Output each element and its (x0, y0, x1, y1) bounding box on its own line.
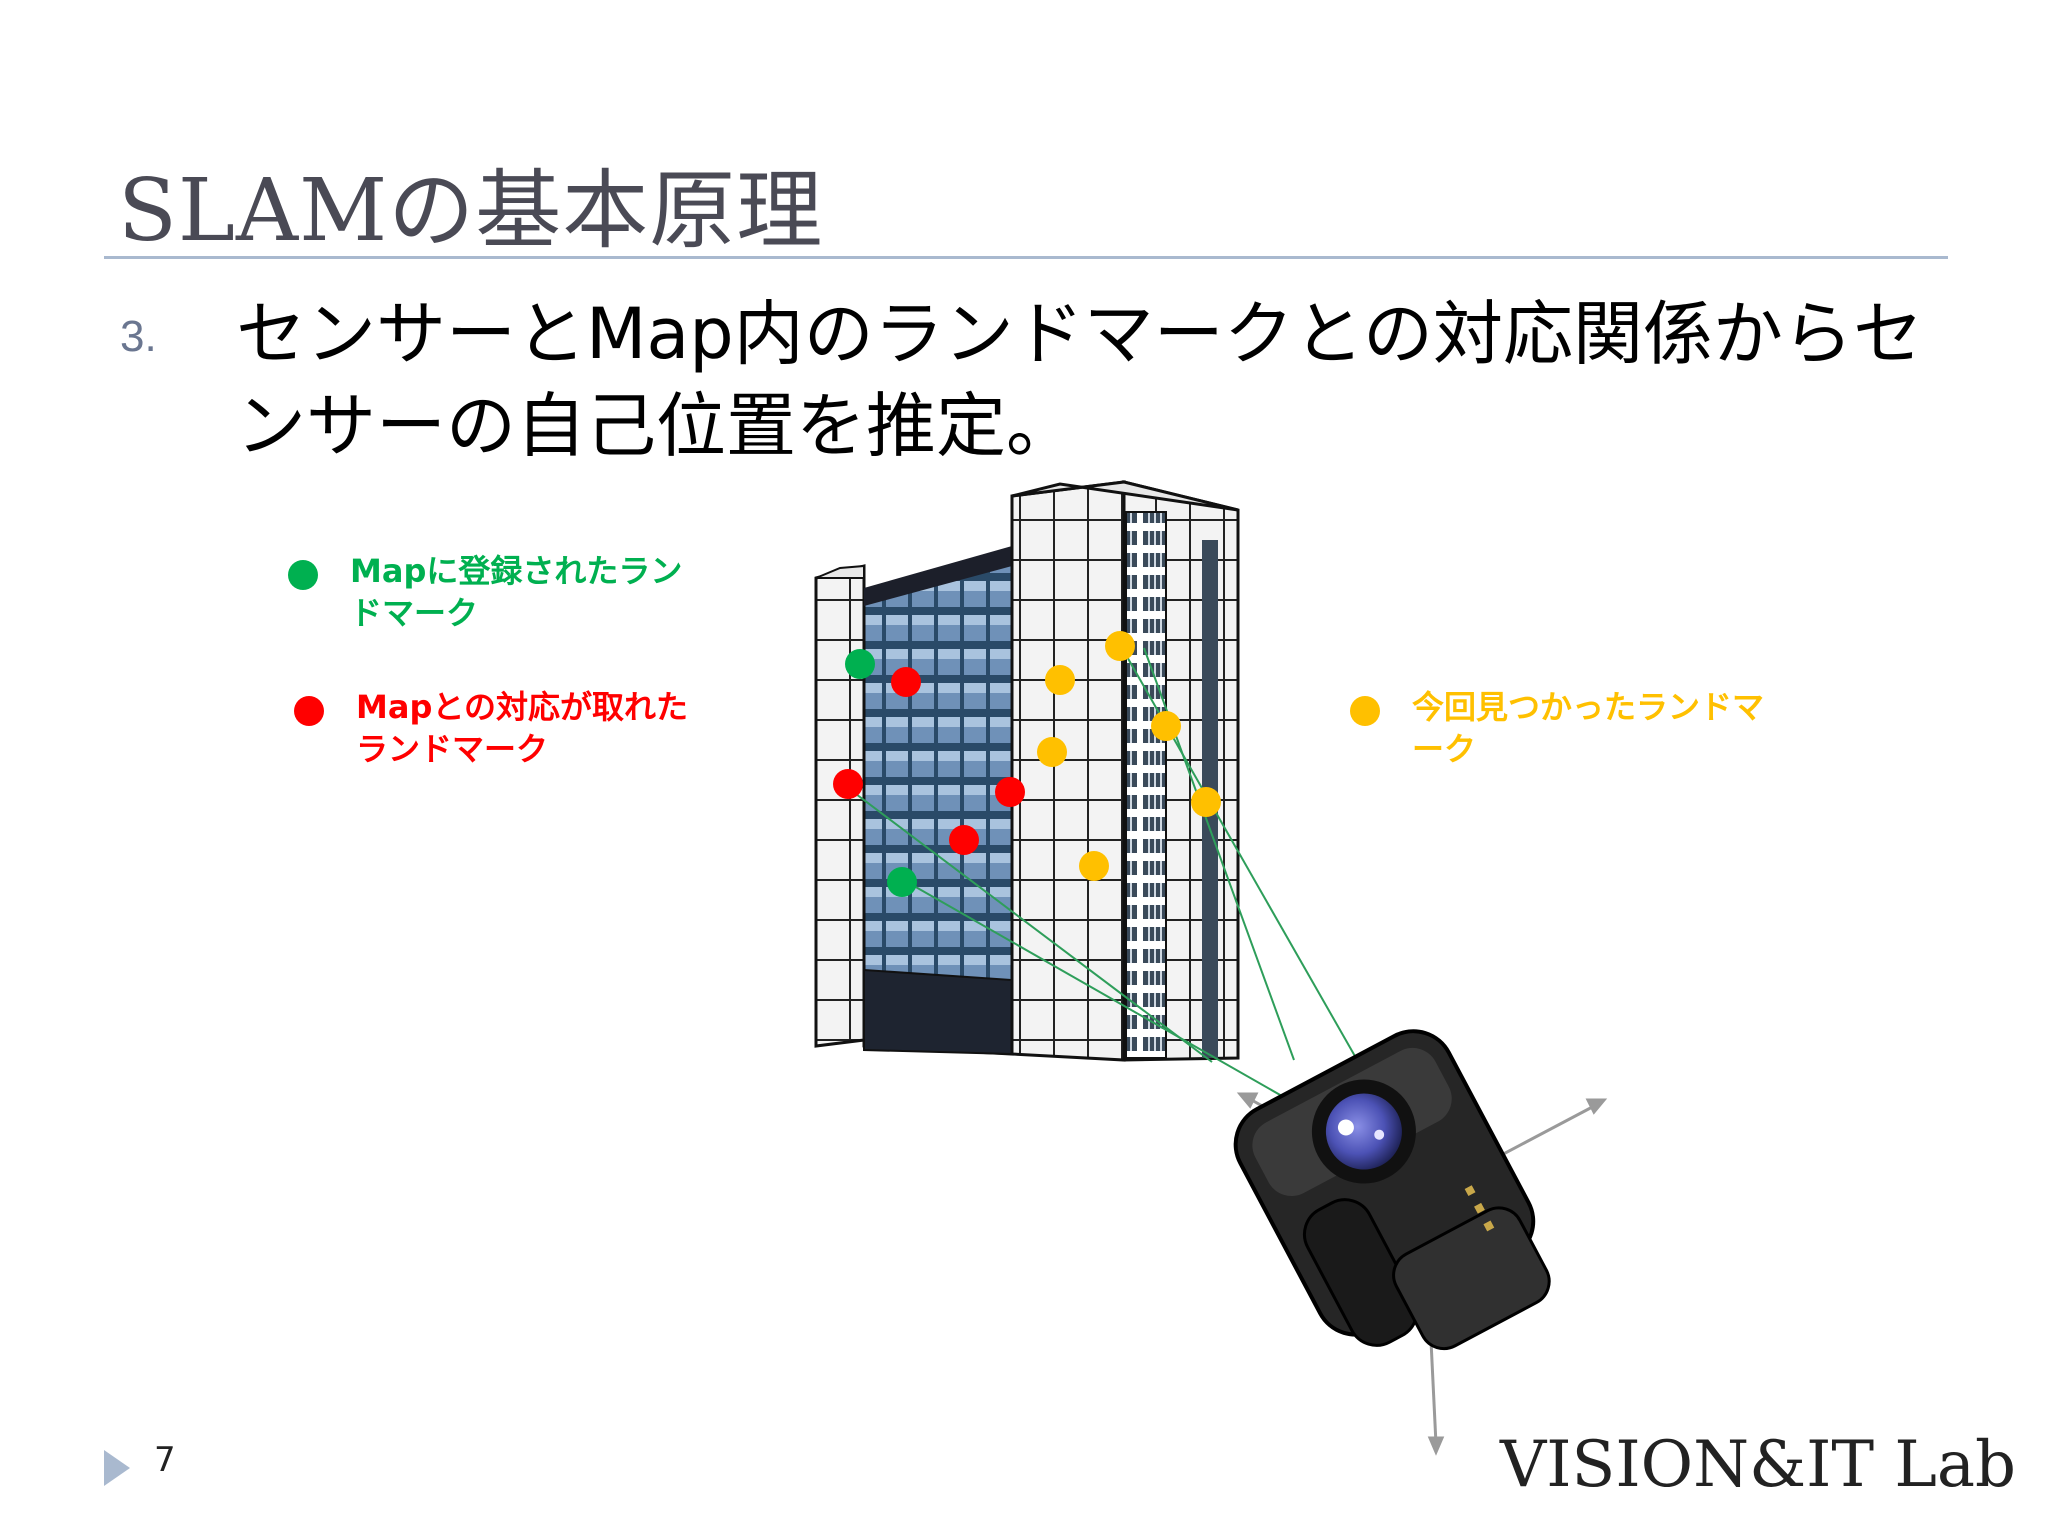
building-icon (814, 480, 1240, 1062)
landmark-yellow-1 (1105, 631, 1135, 661)
landmark-yellow-6 (1079, 851, 1109, 881)
slide-title: SLAMの基本原理 (118, 161, 824, 261)
legend-label-found: 今回見つかったランドマーク (1412, 688, 1765, 768)
landmark-red-1 (891, 667, 921, 697)
landmark-red-2 (833, 769, 863, 799)
legend-label-registered: Mapに登録されたランドマーク (350, 552, 683, 632)
landmark-red-3 (995, 777, 1025, 807)
landmark-yellow-2 (1045, 665, 1075, 695)
lab-logo: VISION&IT Lab (1500, 1428, 2016, 1502)
landmark-points (833, 631, 1221, 897)
landmark-yellow-3 (1151, 711, 1181, 741)
landmark-yellow-5 (1191, 787, 1221, 817)
yellow-dot-icon (1350, 696, 1380, 726)
triangle-right-icon (104, 1450, 130, 1486)
legend-label-matched: Mapとの対応が取れたランドマーク (356, 688, 689, 768)
camera-icon (1233, 1029, 1551, 1351)
page-number: 7 (154, 1440, 176, 1480)
red-dot-icon (294, 696, 324, 726)
green-dot-icon (288, 560, 318, 590)
landmark-green-1 (845, 649, 875, 679)
landmark-red-4 (949, 825, 979, 855)
bullet-number: 3. (120, 312, 157, 361)
title-divider (104, 256, 1948, 259)
landmark-yellow-4 (1037, 737, 1067, 767)
landmark-green-2 (887, 867, 917, 897)
bullet-text: センサーとMap内のランドマークとの対応関係からセンサーの自己位置を推定。 (236, 293, 1924, 467)
